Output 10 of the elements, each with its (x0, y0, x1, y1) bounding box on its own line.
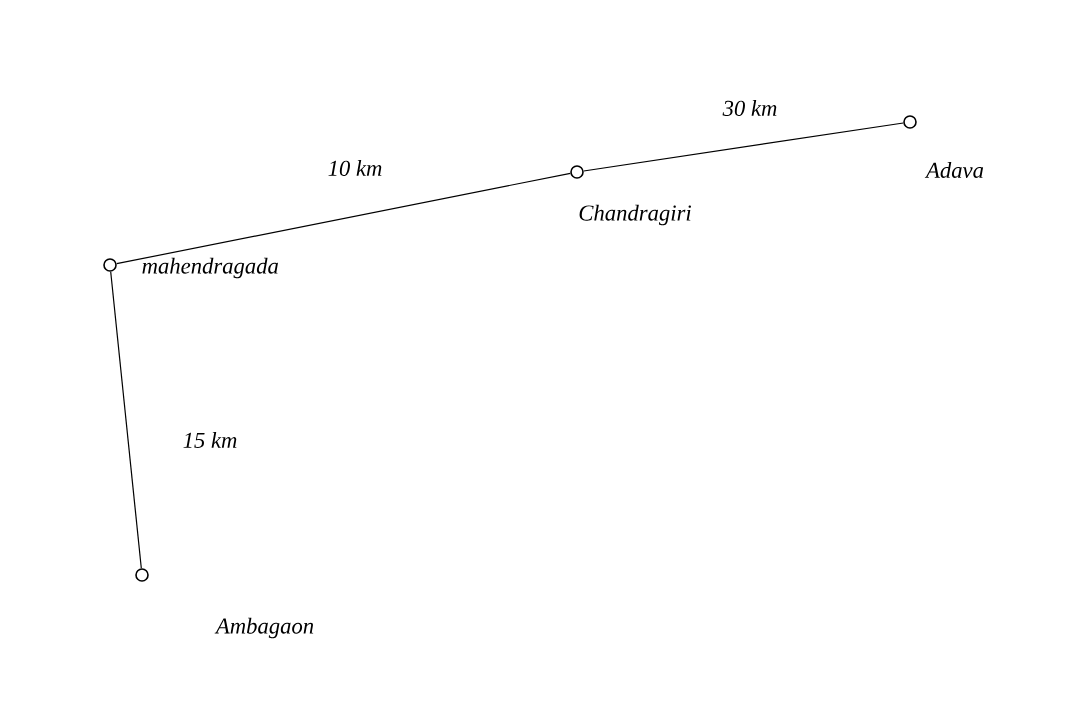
distance-label: 30 km (721, 98, 779, 118)
road-line (583, 122, 904, 172)
place-name: Ambagaon (214, 617, 314, 639)
place-name: mahendragada (142, 257, 278, 279)
road-line (110, 271, 142, 569)
place-name: Chandragiri (579, 204, 691, 226)
road-line (116, 172, 571, 265)
distance-label: 10 km (326, 158, 384, 178)
place-name: Adava (924, 162, 984, 178)
distance-label: 15 km (181, 430, 239, 450)
